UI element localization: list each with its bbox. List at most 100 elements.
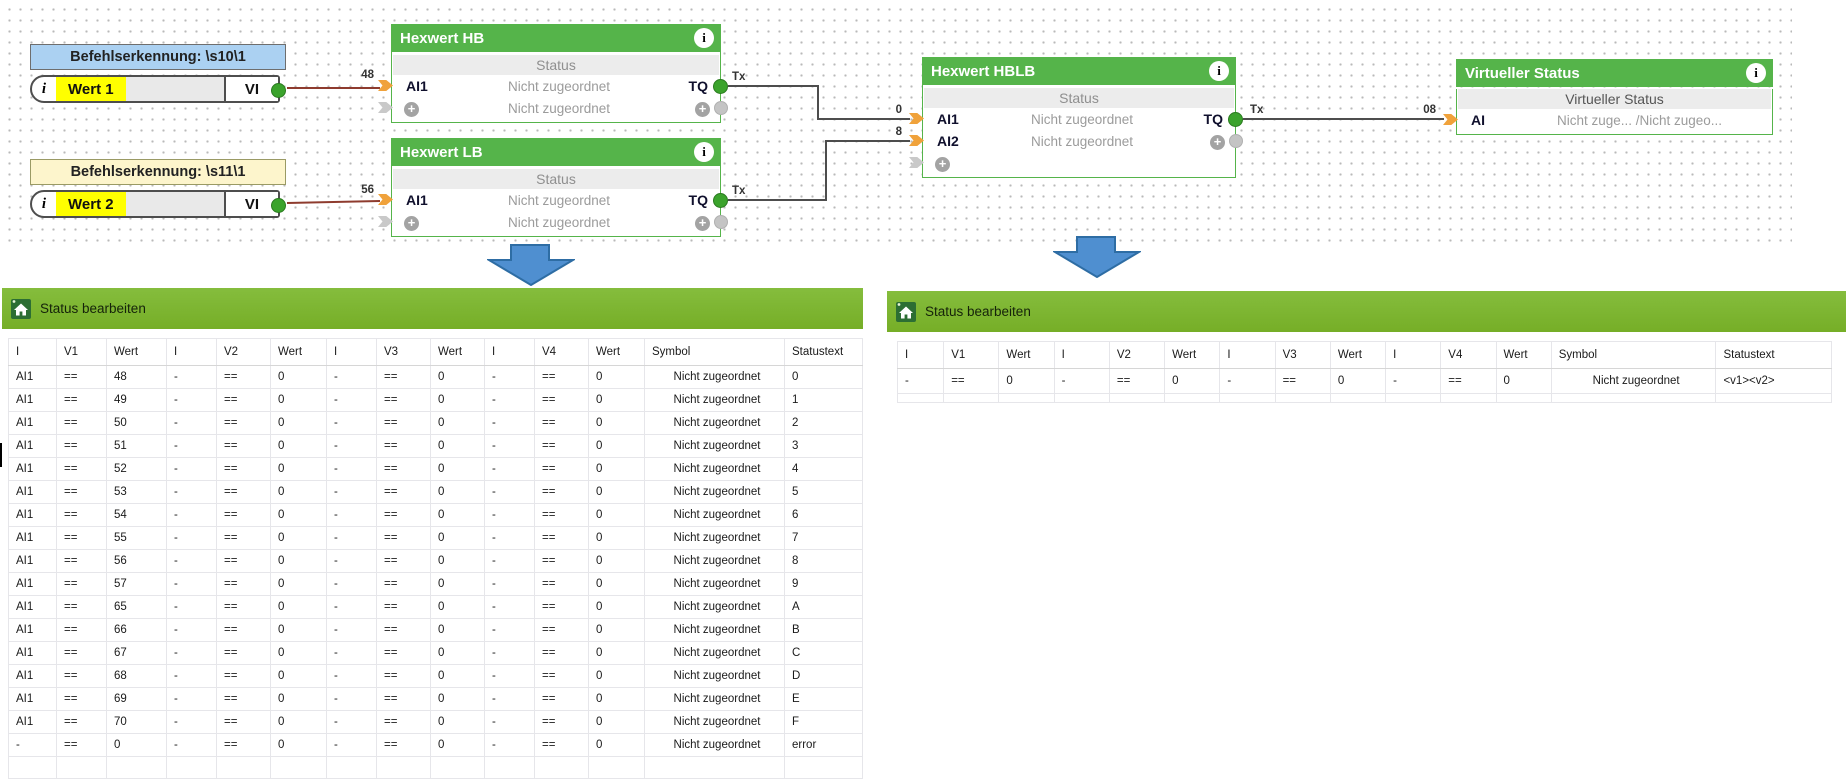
table-cell[interactable]: - [484,388,535,412]
table-cell[interactable]: == [216,664,271,688]
table-cell[interactable]: Nicht zugeordnet [644,733,785,757]
table-cell[interactable]: 57 [106,572,167,596]
table-cell[interactable]: - [326,572,377,596]
table-cell[interactable]: - [484,411,535,435]
table-cell[interactable]: - [484,549,535,573]
info-icon[interactable]: i [41,80,47,97]
table-cell[interactable]: AI1 [8,503,57,527]
table-cell[interactable]: - [326,733,377,757]
table-cell[interactable]: AI1 [8,618,57,642]
table-cell[interactable]: == [1274,368,1331,394]
table-cell[interactable]: == [56,687,107,711]
table-cell[interactable]: Nicht zugeordnet [644,572,785,596]
table-cell[interactable]: 0 [430,503,485,527]
table-cell[interactable]: Nicht zugeordnet [644,526,785,550]
table-cell[interactable]: AI1 [8,480,57,504]
block-header[interactable]: Virtueller Status i [1456,59,1773,87]
table-cell[interactable]: 0 [588,388,645,412]
column-header[interactable]: Wert [588,338,645,366]
table-cell[interactable]: 0 [430,687,485,711]
table-cell[interactable]: 50 [106,411,167,435]
table-cell[interactable]: 0 [270,388,327,412]
table-cell[interactable]: D [784,664,863,688]
table-cell[interactable]: - [166,618,217,642]
table-cell[interactable]: Nicht zugeordnet [644,641,785,665]
table-cell[interactable]: == [1440,368,1497,394]
table-cell[interactable]: == [56,733,107,757]
table-cell[interactable]: - [484,480,535,504]
info-icon[interactable]: i [1209,61,1229,81]
table-cell[interactable]: - [166,388,217,412]
table-cell[interactable]: == [376,526,431,550]
table-cell[interactable]: Nicht zugeordnet [644,664,785,688]
column-header[interactable]: Wert [106,338,167,366]
table-cell[interactable]: AI1 [8,549,57,573]
table-cell[interactable]: 0 [1164,368,1221,394]
table-cell[interactable]: Nicht zugeordnet [1550,368,1717,394]
table-cell[interactable]: 0 [430,365,485,389]
table-cell[interactable]: Nicht zugeordnet [644,480,785,504]
column-header[interactable]: V3 [1274,341,1331,369]
table-cell[interactable]: == [376,572,431,596]
table-cell[interactable]: - [326,457,377,481]
table-cell[interactable]: == [216,503,271,527]
table-cell[interactable]: == [216,480,271,504]
table-cell[interactable]: == [376,595,431,619]
table-cell[interactable]: == [376,457,431,481]
column-header[interactable]: Symbol [644,338,785,366]
table-cell[interactable]: - [326,595,377,619]
table-cell[interactable]: 0 [430,595,485,619]
table-cell[interactable]: 52 [106,457,167,481]
table-cell[interactable]: - [166,595,217,619]
table-cell[interactable]: 68 [106,664,167,688]
table-cell[interactable]: - [484,434,535,458]
table-cell[interactable]: 0 [430,457,485,481]
table-cell[interactable]: == [534,526,589,550]
table-cell[interactable]: Nicht zugeordnet [644,457,785,481]
table-cell[interactable]: == [534,434,589,458]
table-cell[interactable]: == [534,503,589,527]
output-connector-tq[interactable] [713,79,728,94]
column-header[interactable]: I [326,338,377,366]
table-cell[interactable]: == [534,572,589,596]
table-cell[interactable]: 0 [784,365,863,389]
table-cell[interactable]: == [216,733,271,757]
table-cell[interactable]: 2 [784,411,863,435]
column-header[interactable]: V1 [943,341,1000,369]
table-cell[interactable]: == [534,595,589,619]
table-cell[interactable]: AI1 [8,457,57,481]
table-cell[interactable]: - [326,434,377,458]
table-cell[interactable]: == [376,641,431,665]
table-cell[interactable]: E [784,687,863,711]
output-connector-tq[interactable] [1228,112,1243,127]
table-cell[interactable]: == [216,641,271,665]
input-connector-ai1[interactable] [378,194,393,205]
table-cell[interactable]: == [216,365,271,389]
output-connector-unused[interactable] [714,101,728,115]
table-cell[interactable]: == [56,572,107,596]
table-cell[interactable]: 7 [784,526,863,550]
table-cell[interactable]: 56 [106,549,167,573]
table-cell[interactable]: - [8,733,57,757]
table-cell[interactable]: 0 [106,733,167,757]
table-cell[interactable]: - [166,710,217,734]
table-cell[interactable]: Nicht zugeordnet [644,710,785,734]
table-cell[interactable]: 3 [784,434,863,458]
column-header[interactable]: Wert [1329,341,1387,369]
block-header[interactable]: Hexwert LB i [391,138,721,166]
table-cell[interactable]: - [166,687,217,711]
table-cell[interactable]: == [56,457,107,481]
table-cell[interactable]: AI1 [8,641,57,665]
table-cell[interactable]: - [484,457,535,481]
table-cell[interactable]: - [484,664,535,688]
table-cell[interactable]: 0 [430,434,485,458]
table-cell[interactable]: Nicht zugeordnet [644,618,785,642]
table-cell[interactable]: == [1108,368,1166,394]
table-cell[interactable]: == [376,365,431,389]
table-cell[interactable]: == [216,618,271,642]
table-cell[interactable]: 8 [784,549,863,573]
column-header[interactable]: Wert [270,338,327,366]
